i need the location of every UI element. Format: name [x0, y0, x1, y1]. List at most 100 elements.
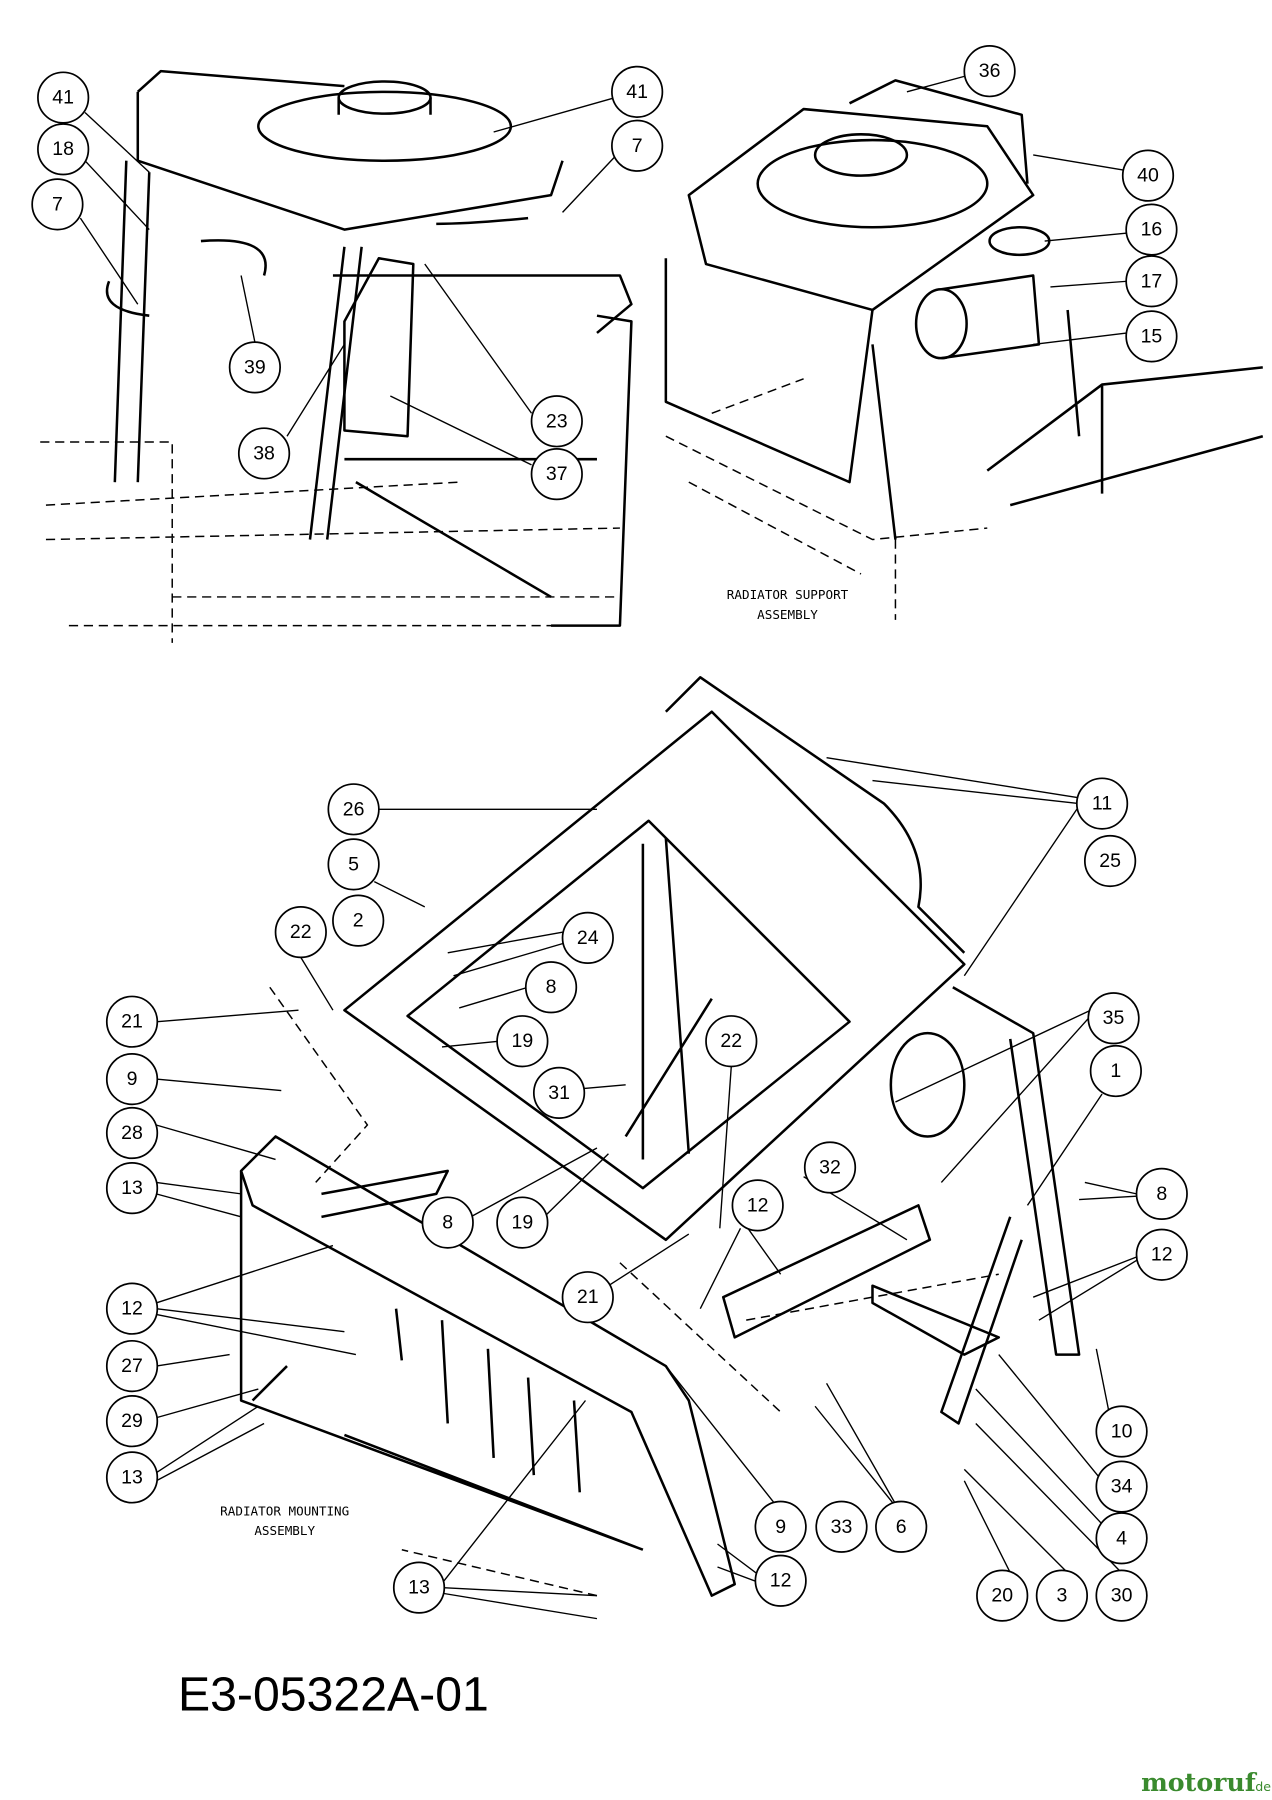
callout-circle — [1095, 1512, 1148, 1565]
callout-33: 33 — [815, 1500, 868, 1553]
callout-number: 39 — [244, 356, 266, 378]
support-note-line2: ASSEMBLY — [757, 607, 818, 622]
callout-20: 20 — [976, 1569, 1029, 1622]
callout-circle — [1095, 1460, 1148, 1513]
callout-circle — [611, 65, 664, 118]
callout-27: 27 — [105, 1339, 159, 1393]
callout-circle — [530, 395, 583, 448]
callout-37: 37 — [530, 447, 583, 501]
callout-6: 6 — [875, 1500, 928, 1553]
callout-circle — [37, 71, 90, 124]
radiator-mounting-note: RADIATOR MOUNTING ASSEMBLY — [220, 1503, 349, 1538]
callout-circle — [1075, 777, 1129, 830]
callout-circle — [803, 1141, 857, 1194]
callout-21: 21 — [561, 1271, 614, 1324]
callout-24: 24 — [561, 911, 614, 964]
callout-number: 12 — [770, 1570, 792, 1592]
radiator-top-right-drawing — [664, 79, 1264, 620]
callout-number: 21 — [121, 1011, 143, 1033]
callout-18: 18 — [37, 123, 90, 176]
motoruf-logo: motoruf .de — [1141, 1767, 1271, 1797]
callout-number: 13 — [121, 1466, 143, 1488]
callout-31: 31 — [532, 1066, 586, 1119]
callout-number: 35 — [1103, 1007, 1125, 1029]
callout-circle — [1135, 1167, 1188, 1220]
callout-34: 34 — [1095, 1460, 1148, 1513]
callout-number: 22 — [290, 921, 312, 943]
radiator-top-left-drawing — [40, 69, 633, 643]
callout-number: 18 — [52, 138, 74, 160]
callout-circle — [496, 1015, 549, 1068]
callout-circle — [561, 1271, 614, 1324]
callout-number: 41 — [52, 87, 74, 109]
callout-number: 4 — [1116, 1527, 1127, 1549]
callout-circle — [611, 119, 664, 172]
callout-22: 22 — [705, 1015, 758, 1068]
callout-circle — [392, 1561, 446, 1614]
callout-circle — [496, 1196, 549, 1249]
leader-lines — [79, 75, 1137, 1620]
callout-number: 40 — [1137, 165, 1159, 187]
callout-19: 19 — [496, 1015, 549, 1068]
callout-13: 13 — [105, 1451, 159, 1504]
callout-number: 21 — [577, 1286, 599, 1308]
callout-number: 13 — [408, 1577, 430, 1599]
callout-number: 17 — [1141, 270, 1163, 292]
callout-9: 9 — [754, 1500, 807, 1553]
callout-number: 25 — [1099, 850, 1121, 872]
callout-4: 4 — [1095, 1512, 1148, 1565]
radiator-mounting-drawing — [239, 676, 1081, 1597]
callout-1: 1 — [1089, 1044, 1142, 1098]
callout-circle — [105, 1451, 159, 1504]
callout-circle — [754, 1500, 807, 1553]
callout-circle — [530, 447, 583, 501]
callout-number: 1 — [1110, 1060, 1121, 1082]
callout-circle — [1095, 1569, 1148, 1622]
callout-8: 8 — [421, 1196, 474, 1249]
callout-7: 7 — [611, 119, 664, 172]
callout-number: 8 — [442, 1212, 453, 1234]
callout-circle — [705, 1015, 758, 1068]
callout-22: 22 — [274, 906, 327, 959]
callout-number: 7 — [52, 193, 63, 215]
callout-number: 22 — [720, 1030, 742, 1052]
callout-36: 36 — [963, 45, 1016, 98]
callout-circle — [815, 1500, 868, 1553]
callout-circle — [561, 911, 614, 964]
callout-circle — [963, 45, 1016, 98]
callout-10: 10 — [1095, 1405, 1148, 1458]
callout-number: 36 — [979, 60, 1001, 82]
callout-15: 15 — [1125, 310, 1178, 363]
drawing-number: E3-05322A-01 — [178, 1667, 489, 1721]
callout-number: 12 — [747, 1194, 769, 1216]
callout-circle — [105, 995, 159, 1048]
callout-number: 19 — [512, 1030, 534, 1052]
callout-number: 28 — [121, 1122, 143, 1144]
callout-39: 39 — [228, 341, 281, 394]
logo-suffix: .de — [1251, 1779, 1271, 1794]
callout-29: 29 — [105, 1395, 159, 1448]
radiator-support-note: RADIATOR SUPPORT ASSEMBLY — [727, 587, 849, 622]
callout-circle — [524, 961, 578, 1014]
callout-3: 3 — [1035, 1569, 1089, 1622]
callout-circle — [1125, 203, 1178, 256]
callout-circle — [327, 838, 380, 891]
callout-circle — [1095, 1405, 1148, 1458]
callout-circle — [105, 1052, 159, 1106]
callout-number: 34 — [1111, 1476, 1133, 1498]
callout-number: 16 — [1141, 219, 1163, 241]
callout-circle — [754, 1554, 807, 1607]
callout-41: 41 — [611, 65, 664, 118]
callout-21: 21 — [105, 995, 159, 1048]
callout-number: 7 — [632, 135, 643, 157]
callout-number: 33 — [831, 1516, 853, 1538]
callout-number: 9 — [775, 1516, 786, 1538]
callout-number: 37 — [546, 463, 568, 485]
callout-13: 13 — [105, 1162, 159, 1215]
callout-2: 2 — [332, 894, 385, 947]
callout-8: 8 — [524, 961, 578, 1014]
callout-number: 12 — [121, 1298, 143, 1320]
callout-25: 25 — [1083, 834, 1137, 888]
